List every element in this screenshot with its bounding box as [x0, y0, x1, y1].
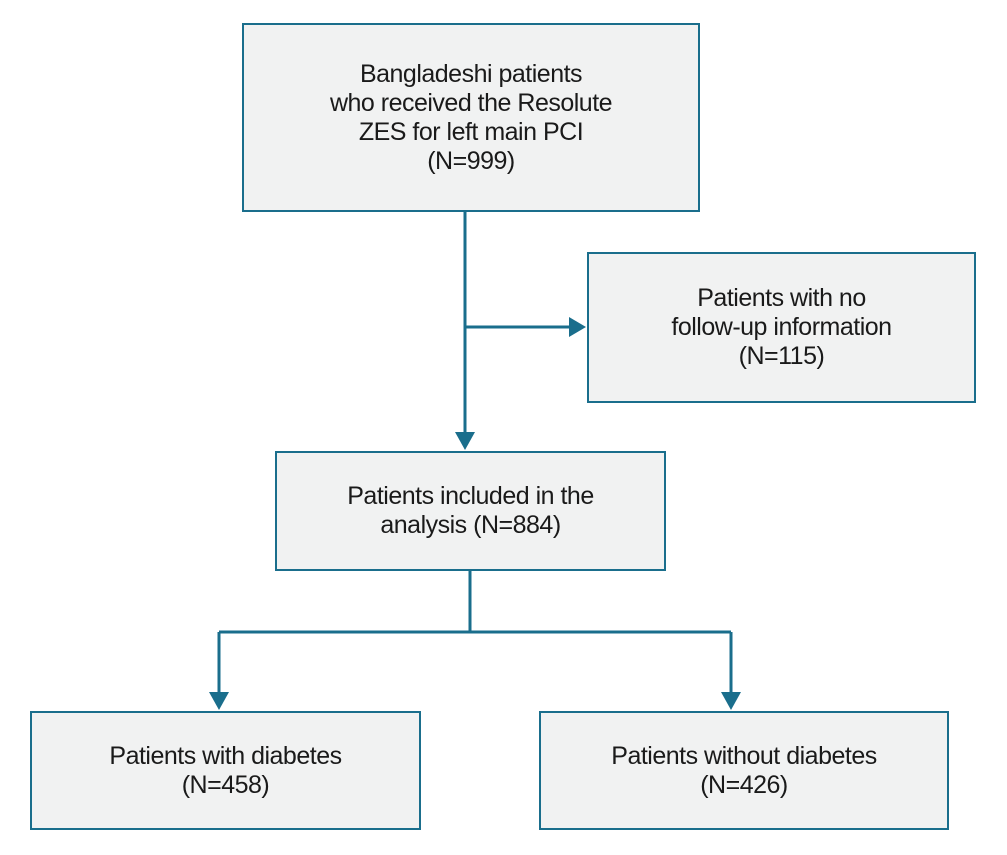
box-included-analysis: Patients included in the analysis (N=884…	[275, 451, 666, 571]
diabetes-line-2: (N=458)	[181, 770, 270, 799]
diabetes-line-1: Patients with diabetes	[109, 741, 342, 770]
box-without-diabetes: Patients without diabetes (N=426)	[539, 711, 949, 830]
no-diabetes-line-1: Patients without diabetes	[611, 741, 877, 770]
no-diabetes-line-2: (N=426)	[700, 770, 788, 799]
source-line-2: who received the Resolute	[329, 88, 613, 117]
box-with-diabetes: Patients with diabetes (N=458)	[30, 711, 421, 830]
source-line-3: ZES for left main PCI	[358, 117, 584, 146]
arrowhead-no-diabetes	[721, 692, 741, 710]
box-source-population: Bangladeshi patients who received the Re…	[242, 23, 700, 212]
included-line-1: Patients included in the	[347, 482, 594, 510]
arrowhead-diabetes	[209, 692, 229, 710]
arrowhead-included	[455, 432, 475, 450]
box-excluded-no-followup: Patients with no follow-up information (…	[587, 252, 976, 403]
arrowhead-excluded	[569, 317, 586, 337]
source-line-4: (N=999)	[427, 146, 515, 175]
excluded-line-1: Patients with no	[697, 284, 866, 312]
source-line-1: Bangladeshi patients	[359, 59, 583, 88]
excluded-line-2: follow-up information	[671, 313, 892, 341]
excluded-line-3: (N=115)	[738, 342, 825, 370]
included-line-2: analysis (N=884)	[380, 511, 561, 539]
